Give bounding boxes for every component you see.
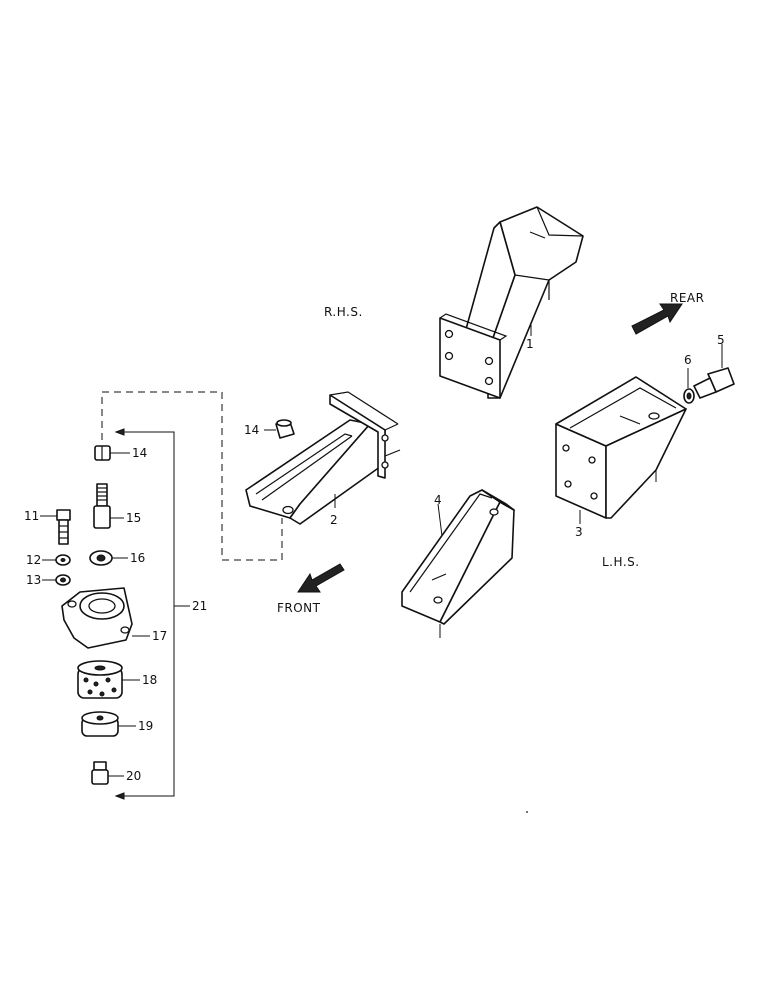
bracket-part-3 <box>555 376 687 524</box>
callout-3: 3 <box>575 525 583 539</box>
callout-13: 13 <box>26 573 41 587</box>
callout-17: 17 <box>152 629 167 643</box>
callout-4: 4 <box>434 493 442 507</box>
kit-bracket-21 <box>114 428 190 800</box>
washer-part-16 <box>89 550 128 566</box>
callout-19: 19 <box>138 719 153 733</box>
nut-part-14 <box>94 445 130 461</box>
callout-18: 18 <box>142 673 157 687</box>
washer-part-6 <box>683 368 695 404</box>
callout-12: 12 <box>26 553 41 567</box>
callout-2: 2 <box>330 513 338 527</box>
callout-16: 16 <box>130 551 145 565</box>
bracket-part-2 <box>245 391 401 525</box>
front-arrow-icon <box>297 563 345 593</box>
label-lhs: L.H.S. <box>602 555 640 569</box>
callout-6: 6 <box>684 353 692 367</box>
callout-20: 20 <box>126 769 141 783</box>
callout-14-upper: 14 <box>244 423 259 437</box>
dashed-connector <box>101 391 283 561</box>
rubber-mount-part-18 <box>77 660 140 699</box>
callout-5: 5 <box>717 333 725 347</box>
bolt-part-5 <box>693 344 735 399</box>
bolt-part-11 <box>40 509 71 545</box>
bracket-part-4 <box>401 489 515 638</box>
callout-1: 1 <box>526 337 534 351</box>
rear-arrow-icon <box>631 303 683 335</box>
washer-part-12 <box>42 554 71 566</box>
washer-part-13 <box>42 574 71 586</box>
callout-14: 14 <box>132 446 147 460</box>
label-rear: REAR <box>670 291 704 305</box>
callout-21: 21 <box>192 599 207 613</box>
damper-part-19 <box>81 711 136 737</box>
mount-plate-part-17 <box>61 587 150 649</box>
bracket-part-1 <box>439 206 584 399</box>
label-rhs: R.H.S. <box>324 305 363 319</box>
screw-part-20 <box>91 761 124 785</box>
stud-part-15 <box>93 483 124 529</box>
label-front: FRONT <box>277 601 321 615</box>
nut-part-14-upper <box>264 419 295 439</box>
speck-mark <box>526 811 528 813</box>
callout-15: 15 <box>126 511 141 525</box>
callout-11: 11 <box>24 509 39 523</box>
